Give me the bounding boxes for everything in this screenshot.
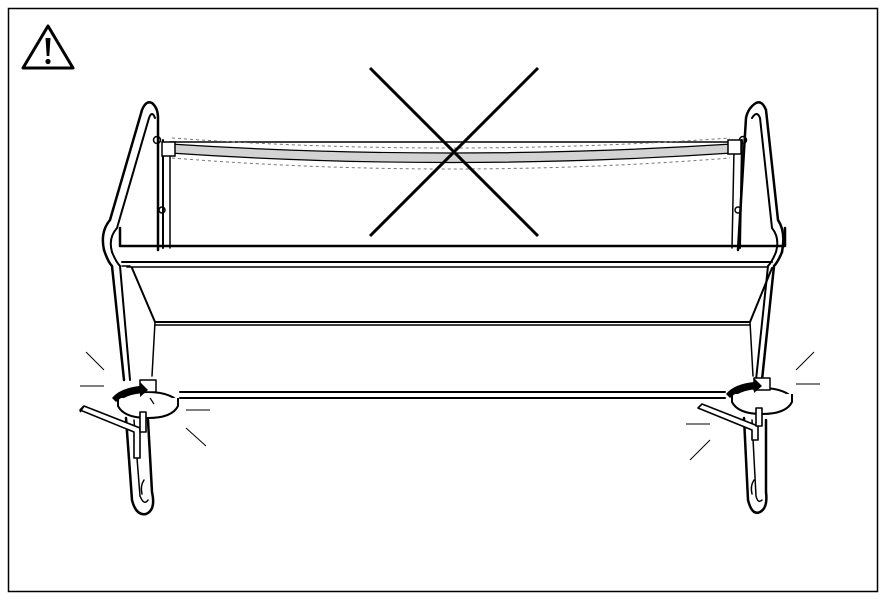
warning-triangle-icon [21,24,75,70]
motion-lines-left [80,351,210,447]
allen-key-icon [79,405,147,459]
top-rim [118,226,787,248]
right-side-frame [731,101,785,514]
figure-border [7,7,879,593]
motion-lines-right [686,351,820,461]
cross-out-icon [368,66,540,238]
left-side-frame [101,101,171,516]
allen-key-icon [697,403,763,441]
right-adjust-knob [726,377,793,415]
cradle-frame [101,101,787,516]
left-adjust-knob [112,379,179,419]
rotate-arrow-icon [726,378,762,398]
rotate-arrow-icon [112,382,148,402]
basket-body [131,267,773,323]
